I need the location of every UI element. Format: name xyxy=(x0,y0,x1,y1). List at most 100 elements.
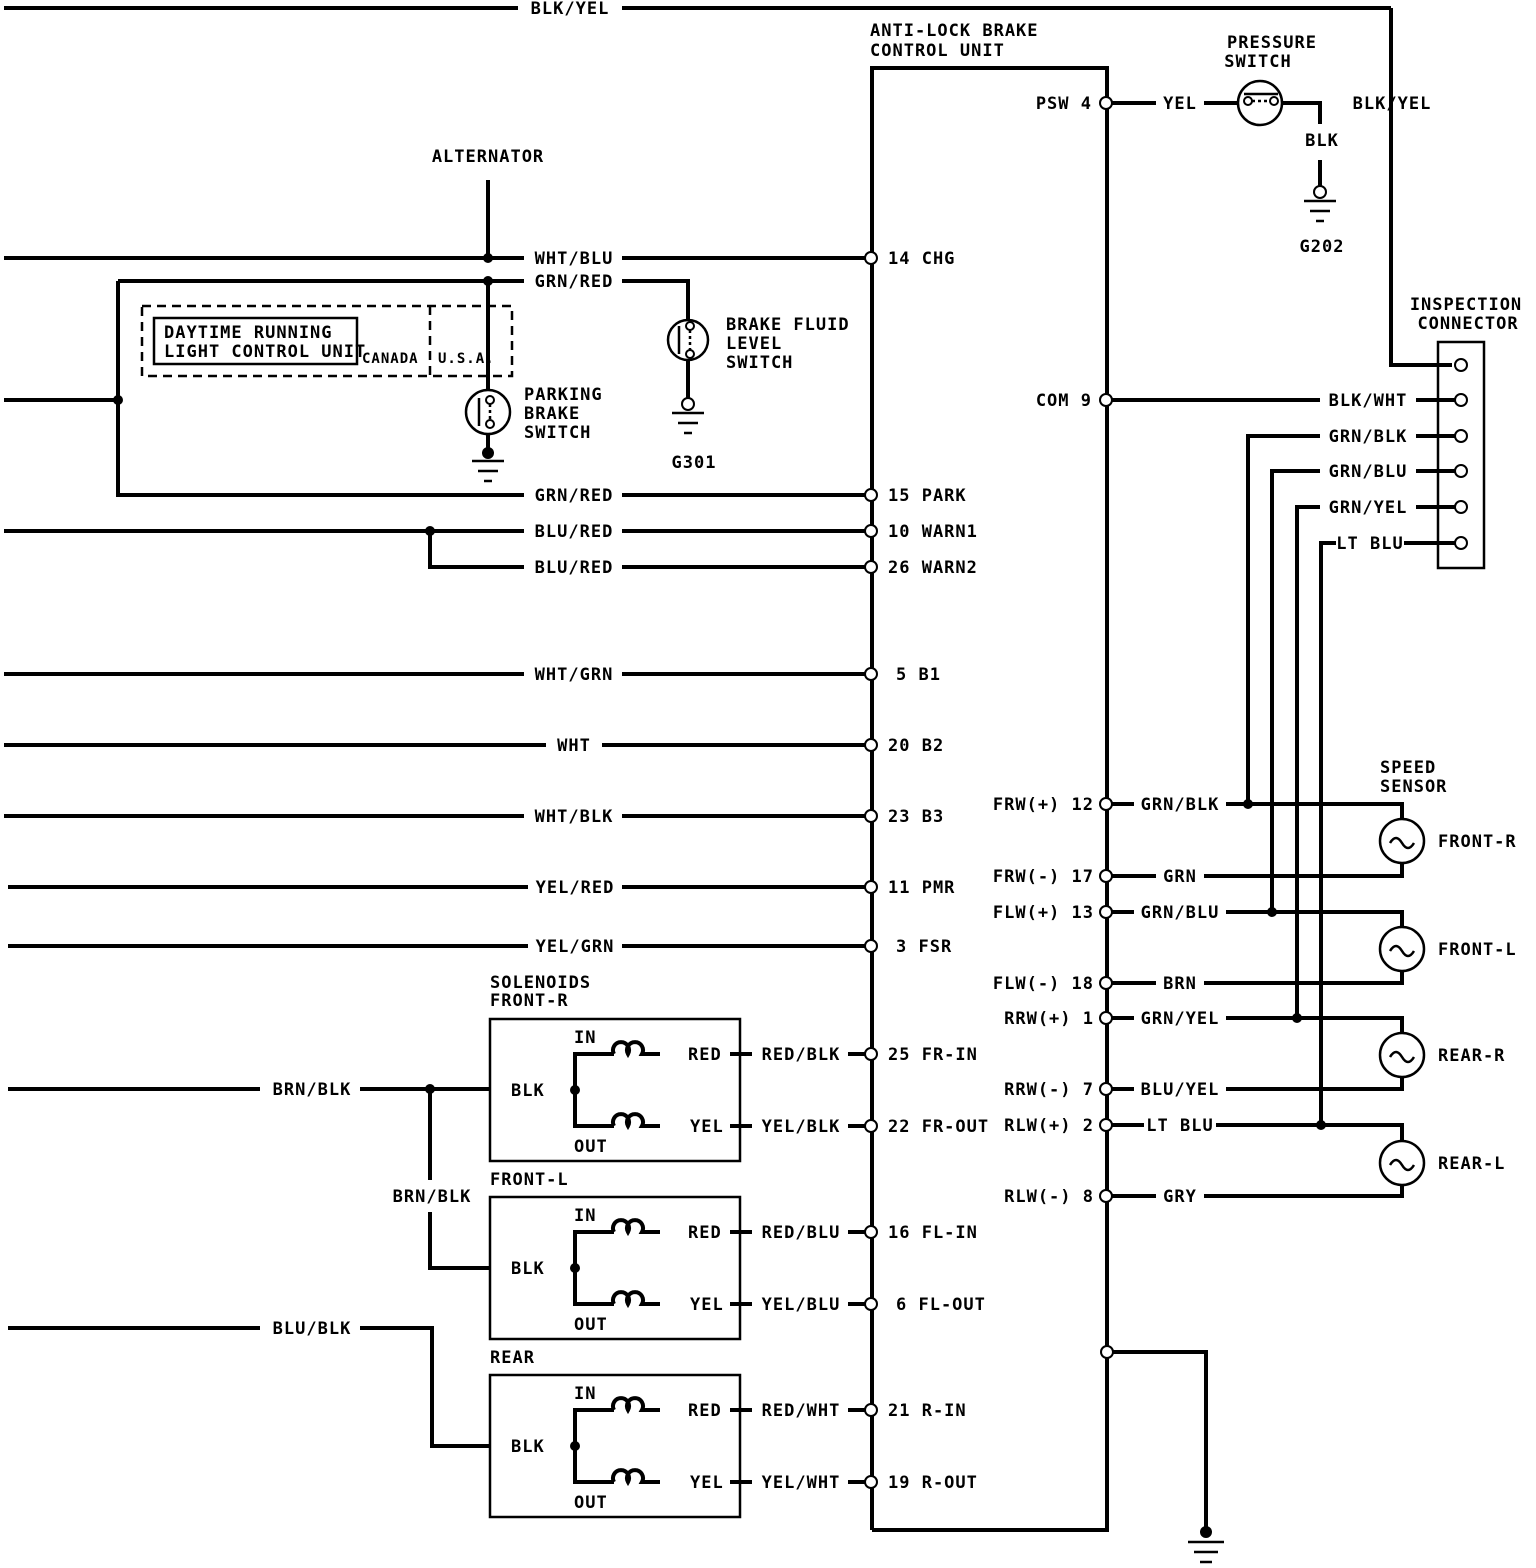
pin-19-r-out xyxy=(864,1475,878,1489)
wire-label-red-wht: RED/WHT xyxy=(762,1401,841,1421)
pin-10-warn1 xyxy=(864,524,878,538)
pressure-switch-label-2: SWITCH xyxy=(1224,52,1291,72)
solenoid-red-label: RED xyxy=(688,1401,722,1421)
alternator-circuit: ALTERNATOR WHT/BLU 14 CHG xyxy=(4,147,954,269)
wire-label-yel-psw: YEL xyxy=(1163,94,1197,114)
drl-and-parking-brake: DAYTIME RUNNING LIGHT CONTROL UNIT CANAD… xyxy=(4,281,967,506)
pin-label-22-fr-out: 22 FR-OUT xyxy=(888,1117,989,1137)
splice-dot xyxy=(113,395,123,405)
wire-label-blu-blk: BLU/BLK xyxy=(273,1319,352,1339)
wire-label-blk-psw: BLK xyxy=(1305,131,1339,151)
wire-label-brn-blk-2: BRN/BLK xyxy=(393,1187,472,1207)
splice-dot xyxy=(483,253,493,263)
wire-label-yel-wht: YEL/WHT xyxy=(762,1473,841,1493)
brake-fluid-circuit: GRN/RED BRAKE FLUID LEVEL SWITCH G301 xyxy=(118,272,849,473)
power-and-ignition-wires: WHT/GRN 5 B1 WHT 20 B2 WHT/BLK 23 B3 YEL… xyxy=(4,665,955,957)
pin-3-fsr xyxy=(864,939,878,953)
pin-rrw-plus-1 xyxy=(1099,1011,1113,1025)
pin-label-flw-minus-18: FLW(-) 18 xyxy=(993,974,1094,994)
wire-label-red-blk: RED/BLK xyxy=(762,1045,841,1065)
pin-15-park xyxy=(864,488,878,502)
sensor-wire-blu-yel: BLU/YEL xyxy=(1141,1080,1220,1100)
pin-20-b2 xyxy=(864,738,878,752)
wire-label-yel-blk: YEL/BLK xyxy=(762,1117,841,1137)
parking-brake-label-2: BRAKE xyxy=(524,404,580,424)
usa-label: U.S.A. xyxy=(438,351,495,367)
conn-wire-blk-wht: BLK/WHT xyxy=(1329,391,1408,411)
wire-label-yel-grn: YEL/GRN xyxy=(536,937,615,957)
wire-label-grn-red: GRN/RED xyxy=(535,486,614,506)
solenoid-blk-label: BLK xyxy=(511,1437,545,1457)
pin-label-3-fsr: 3 FSR xyxy=(896,937,952,957)
solenoid-section: SOLENOIDS FRONT-R FRONT-L REAR BRN/BLK B… xyxy=(8,973,989,1519)
pin-11-pmr xyxy=(864,880,878,894)
pin-14-chg xyxy=(864,251,878,265)
speed-sensor-title-1: SPEED xyxy=(1380,758,1436,778)
ecu-title-line1: ANTI-LOCK BRAKE xyxy=(870,21,1039,41)
solenoid-group-label-front-l: FRONT-L xyxy=(490,1170,569,1190)
solenoid-in-label: IN xyxy=(574,1028,596,1048)
solenoid-yel-label: YEL xyxy=(690,1473,724,1493)
solenoid-out-label: OUT xyxy=(574,1137,608,1157)
pin-label-25-fr-in: 25 FR-IN xyxy=(888,1045,978,1065)
conn-wire-grn-blu: GRN/BLU xyxy=(1329,462,1408,482)
sensor-label-rear-l: REAR-L xyxy=(1438,1154,1505,1174)
wire-label-wht-blk: WHT/BLK xyxy=(535,807,614,827)
ground-label-g301: G301 xyxy=(672,453,717,473)
speed-sensor-front-r: FRONT-R xyxy=(1378,817,1517,865)
canada-label: CANADA xyxy=(362,351,419,367)
conn-wire-grn-yel: GRN/YEL xyxy=(1329,498,1408,518)
parking-brake-label-3: SWITCH xyxy=(524,423,591,443)
solenoid-blk-label: BLK xyxy=(511,1081,545,1101)
sensor-label-rear-r: REAR-R xyxy=(1438,1046,1505,1066)
sensor-wire-grn-blk: GRN/BLK xyxy=(1141,795,1220,815)
pin-label-10-warn1: 10 WARN1 xyxy=(888,522,978,542)
brake-fluid-switch-label-3: SWITCH xyxy=(726,353,793,373)
wire-label-blu-red-1: BLU/RED xyxy=(535,522,614,542)
sensor-label-front-r: FRONT-R xyxy=(1438,832,1517,852)
sensor-wire-lt-blu: LT BLU xyxy=(1146,1116,1213,1136)
solenoid-out-label: OUT xyxy=(574,1315,608,1335)
solenoid-in-label: IN xyxy=(574,1206,596,1226)
pin-flw-minus-18 xyxy=(1099,976,1113,990)
pin-label-20-b2: 20 B2 xyxy=(888,736,944,756)
wire-label-red-blu: RED/BLU xyxy=(762,1223,841,1243)
brake-fluid-switch-label-2: LEVEL xyxy=(726,334,782,354)
ecu-ground xyxy=(1100,1345,1224,1564)
pressure-switch-label-1: PRESSURE xyxy=(1227,33,1317,53)
wire-label-blu-red-2: BLU/RED xyxy=(535,558,614,578)
pin-5-b1 xyxy=(864,667,878,681)
inspection-connector-label-1: INSPECTION xyxy=(1410,295,1522,315)
ground-label-g202: G202 xyxy=(1300,237,1345,257)
pin-com-9 xyxy=(1099,393,1113,407)
solenoid-group-label-rear: REAR xyxy=(490,1348,535,1368)
speed-sensor-title-2: SENSOR xyxy=(1380,777,1447,797)
pin-label-15-park: 15 PARK xyxy=(888,486,967,506)
blk-yel-top-wire: BLK/YEL BLK/YEL xyxy=(4,0,1452,367)
pin-label-19-r-out: 19 R-OUT xyxy=(888,1473,978,1493)
pin-label-23-b3: 23 B3 xyxy=(888,807,944,827)
solenoid-out-label: OUT xyxy=(574,1493,608,1513)
speed-sensor-front-l: FRONT-L xyxy=(1378,925,1516,973)
solenoid-box-rear: BLK IN OUT RED YEL xyxy=(488,1373,752,1519)
pin-frw-minus-17 xyxy=(1099,869,1113,883)
sensor-wire-grn: GRN xyxy=(1163,867,1197,887)
pin-label-rrw-minus-7: RRW(-) 7 xyxy=(1004,1080,1094,1100)
pin-25-fr-in xyxy=(864,1047,878,1061)
inspection-connector: INSPECTION CONNECTOR COM 9 BLK/WHT GRN/B… xyxy=(1036,295,1522,1125)
pin-label-psw-4: PSW 4 xyxy=(1036,94,1092,114)
pin-label-frw-minus-17: FRW(-) 17 xyxy=(993,867,1094,887)
conn-wire-grn-blk: GRN/BLK xyxy=(1329,427,1408,447)
drl-unit-dashed-boundary xyxy=(140,304,514,378)
pin-21-r-in xyxy=(864,1403,878,1417)
parking-brake-label-1: PARKING xyxy=(524,385,603,405)
pin-label-6-fl-out: 6 FL-OUT xyxy=(896,1295,986,1315)
wire-label-wht-blu: WHT/BLU xyxy=(535,249,614,269)
pin-frw-plus-12 xyxy=(1099,797,1113,811)
wire-label-yel-blu: YEL/BLU xyxy=(762,1295,841,1315)
pin-label-11-pmr: 11 PMR xyxy=(888,878,955,898)
solenoid-blk-label: BLK xyxy=(511,1259,545,1279)
pin-label-flw-plus-13: FLW(+) 13 xyxy=(993,903,1094,923)
pin-16-fl-in xyxy=(864,1225,878,1239)
